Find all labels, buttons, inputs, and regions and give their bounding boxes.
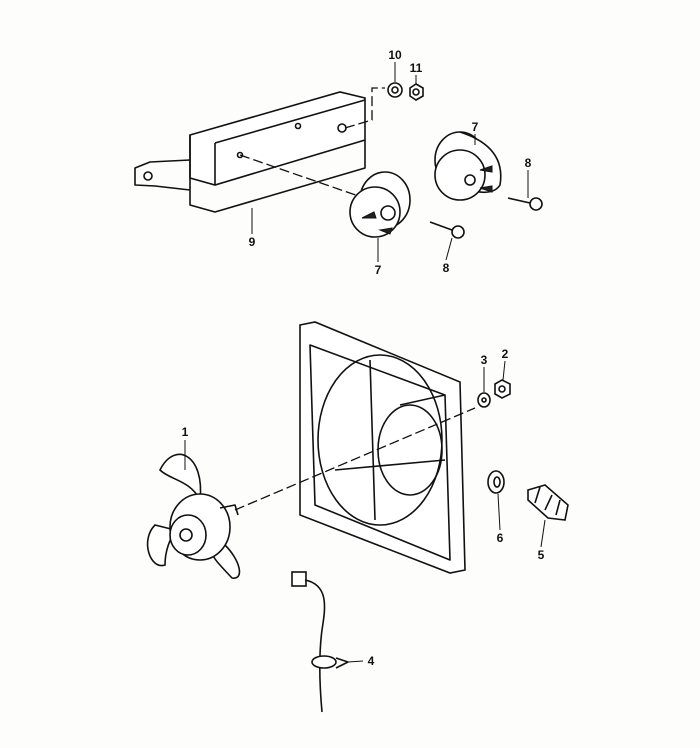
callout-11: 11 <box>409 61 423 75</box>
callout-leaders <box>184 62 546 663</box>
callout-2: 2 <box>501 347 509 361</box>
screw-lower <box>429 221 465 239</box>
callout-9: 9 <box>248 235 256 249</box>
callout-3: 3 <box>480 353 488 367</box>
callout-4: 4 <box>367 654 375 668</box>
mounting-bracket <box>134 91 366 213</box>
rubber-mount-upper <box>434 131 502 201</box>
washer-3 <box>477 392 491 408</box>
callout-8-lower: 8 <box>442 261 450 275</box>
callout-10: 10 <box>388 48 402 62</box>
nut-10 <box>387 82 403 98</box>
fan-motor-1 <box>146 453 241 579</box>
callout-1: 1 <box>181 425 189 439</box>
callout-7-lower: 7 <box>374 263 382 277</box>
callout-8-upper: 8 <box>524 156 532 170</box>
nut-2 <box>494 379 511 399</box>
wiring-harness-4 <box>291 571 349 713</box>
callout-7-upper: 7 <box>471 120 479 134</box>
nut-11 <box>409 83 424 101</box>
callout-6: 6 <box>496 531 504 545</box>
grommet-6 <box>487 470 505 494</box>
rubber-mount-lower <box>349 171 411 238</box>
screw-upper <box>507 197 543 211</box>
temperature-switch-5 <box>527 484 569 521</box>
callout-5: 5 <box>537 548 545 562</box>
